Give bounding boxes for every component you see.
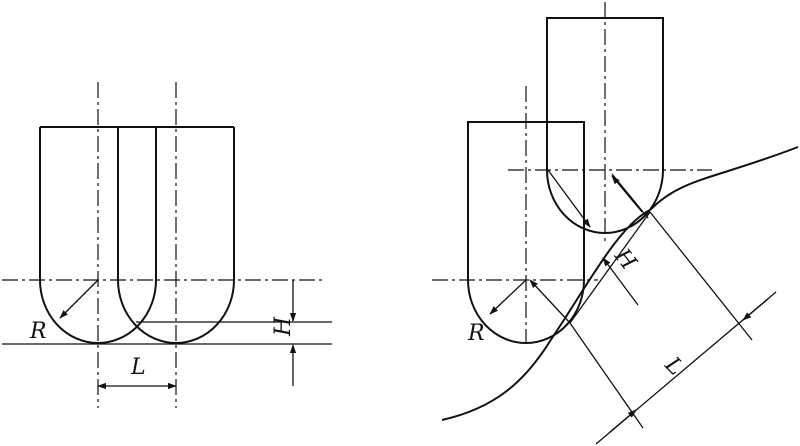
left-tool-2-outline — [117, 127, 235, 344]
right-lower-normal-arrow — [529, 279, 571, 324]
right-height-arrow-a — [547, 169, 591, 228]
right-height-label: H — [609, 244, 642, 276]
right-step-label: L — [659, 352, 688, 381]
right-height-arrow-b — [611, 173, 649, 219]
left-radius-arrow — [59, 279, 99, 319]
left-figure: R L H — [2, 82, 332, 408]
right-height-arrow-c — [611, 175, 643, 213]
left-step-label: L — [130, 355, 146, 380]
right-tool-lower-outline — [467, 121, 585, 344]
right-tool-upper-outline — [546, 17, 664, 234]
right-ext-from-upper — [649, 211, 753, 341]
right-radius-arrow — [489, 279, 527, 315]
right-height-leg — [602, 257, 639, 306]
right-surface-curve — [441, 146, 799, 421]
left-radius-label: R — [29, 319, 47, 344]
right-figure: R H L — [432, 2, 799, 445]
right-ext-from-lower — [569, 322, 644, 429]
right-step-arrow-2 — [742, 298, 769, 321]
left-tool-1-outline — [39, 127, 157, 344]
left-height-label: H — [271, 316, 296, 337]
right-step-arrow-1 — [609, 409, 637, 433]
right-radius-label: R — [467, 321, 485, 346]
